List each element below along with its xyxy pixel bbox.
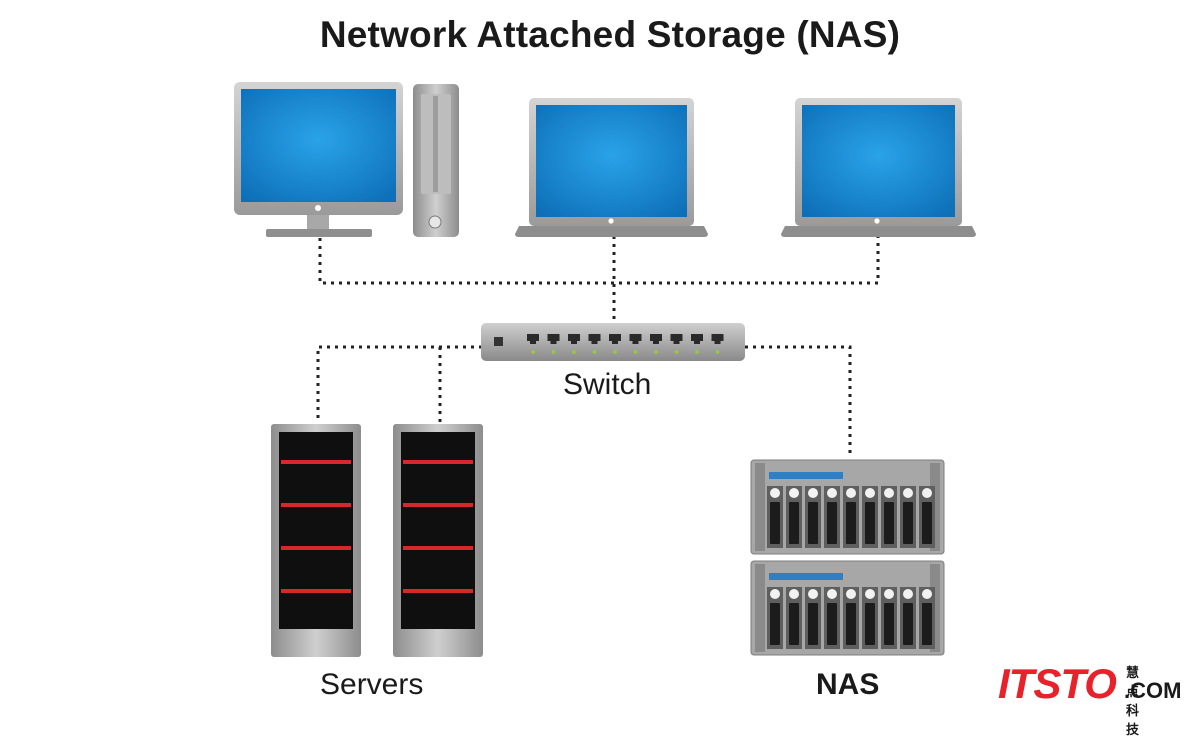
pc-tower-icon [413, 84, 459, 237]
nas-drive-bay [767, 587, 783, 649]
switch-port [527, 334, 539, 354]
network-switch-icon [481, 323, 745, 361]
switch-port [547, 334, 560, 354]
laptop-icon [781, 98, 976, 237]
switch-label: Switch [563, 368, 652, 401]
network-links [316, 236, 880, 458]
nas-drive-bay [862, 486, 878, 548]
nas-drive-bay [881, 486, 897, 548]
nas-drive-bay [767, 486, 783, 548]
nas-drive-bay [843, 587, 859, 649]
desktop-computer-icon [234, 82, 403, 237]
nas-drive-bay [900, 486, 916, 548]
switch-port [568, 334, 580, 354]
nas-drive-bay [881, 587, 897, 649]
switch-port [629, 334, 642, 354]
server-rack-icon [271, 424, 361, 657]
laptop-icon [515, 98, 708, 237]
nas-drive-bay [919, 587, 935, 649]
nas-drive-bay [824, 486, 840, 548]
nas-unit-icon [750, 560, 945, 656]
servers-label: Servers [320, 668, 424, 701]
switch-port [609, 334, 621, 354]
nas-drive-bay [805, 486, 821, 548]
nas-label: NAS [816, 668, 880, 701]
link-desktop [318, 236, 880, 285]
nas-drive-bay [919, 486, 935, 548]
switch-port [711, 334, 724, 354]
nas-diagram: Network Attached Storage (NAS) Switch Se… [234, 14, 1182, 738]
server-rack-icon [393, 424, 483, 657]
watermark-main-text: ITSTO [998, 660, 1117, 707]
switch-port [588, 334, 601, 354]
nas-drive-bay [786, 486, 802, 548]
nas-drive-bay [786, 587, 802, 649]
switch-port [670, 334, 683, 354]
switch-ports [527, 334, 724, 354]
nas-drive-bay [862, 587, 878, 649]
watermark-com-text: .COM [1124, 678, 1182, 703]
nas-drive-bay [824, 587, 840, 649]
diagram-title: Network Attached Storage (NAS) [319, 14, 901, 55]
switch-port [650, 334, 662, 354]
nas-drive-bay [900, 587, 916, 649]
switch-port [691, 334, 703, 354]
nas-drive-bay [843, 486, 859, 548]
link-servers [316, 345, 482, 422]
nas-drive-bay [805, 587, 821, 649]
nas-unit-icon [750, 459, 945, 555]
link-nas [745, 345, 852, 458]
diagram-canvas [234, 82, 976, 657]
